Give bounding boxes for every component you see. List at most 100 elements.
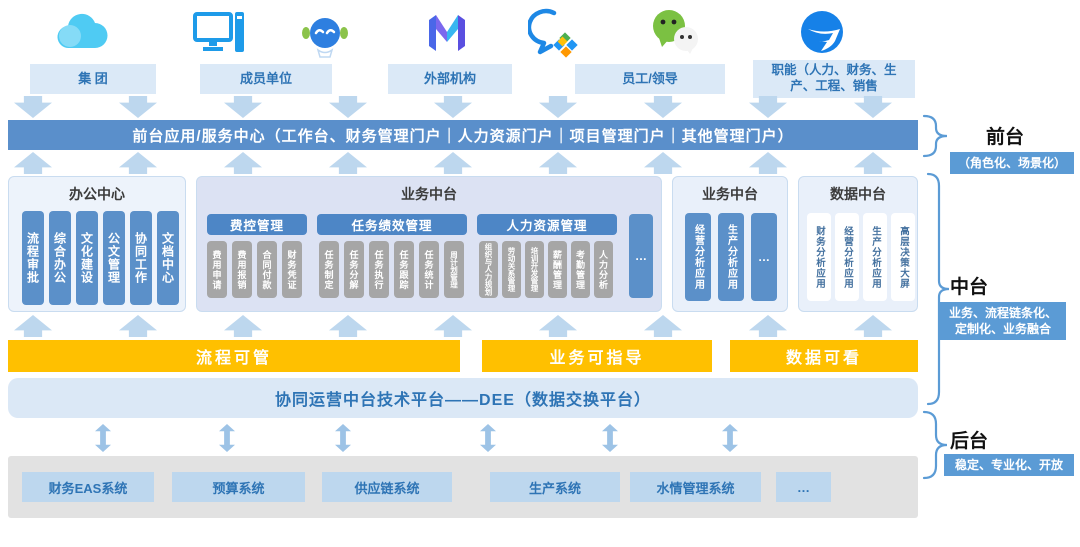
monitor-icon — [193, 12, 244, 52]
system-label: … — [797, 479, 810, 495]
office-center-title: 办公中心 — [69, 186, 125, 202]
arrow-down-icon — [854, 96, 892, 118]
front-layer-title: 前台 — [986, 127, 1025, 148]
front-brace — [922, 114, 948, 158]
source-external-orgs: 外部机构 — [388, 64, 512, 94]
robot-icon — [302, 18, 348, 58]
business-platform-title: 业务中台 — [401, 186, 457, 202]
capability-business: 业务可指导 — [482, 340, 712, 372]
arrow-up-icon — [539, 315, 577, 337]
data-platform-title: 数据中台 — [830, 186, 886, 202]
wechat-icon — [653, 10, 698, 54]
cloud-icon — [57, 13, 108, 49]
arrow-up-icon — [539, 152, 577, 174]
arrow-down-icon — [119, 96, 157, 118]
source-label: 职能（人力、财务、生产、工程、销售 — [771, 63, 897, 93]
business-item: 任务执行 — [369, 241, 389, 298]
middle-layer-badge: 业务、流程链条化、定制化、业务融合 — [940, 302, 1066, 340]
business-platform-panel: 业务中台 费控管理 费用申请 费用报销 合同付款 财务凭证 任务绩效管理 任务制… — [196, 176, 662, 312]
business-item: 周计划管理 — [444, 241, 464, 298]
business-item: 任务统计 — [419, 241, 439, 298]
capability-label: 数据可看 — [785, 350, 862, 367]
arrow-up-icon — [119, 315, 157, 337]
group-header-hr: 人力资源管理 — [477, 214, 617, 235]
system-water-info: 水情管理系统 — [630, 472, 761, 502]
wecom-chat-icon — [528, 8, 578, 58]
backend-systems-panel: 财务EAS系统 预算系统 供应链系统 生产系统 水情管理系统 … — [8, 456, 918, 518]
arrow-down-icon — [434, 96, 472, 118]
arrow-up-icon — [644, 152, 682, 174]
business-item: 培训开发管理 — [525, 241, 544, 298]
analytics-item: 经营分析应用 — [685, 213, 711, 301]
front-portal-banner-text: 前台应用/服务中心（工作台、财务管理门户｜人力资源门户｜项目管理门户｜其他管理门… — [132, 127, 794, 145]
source-functions: 职能（人力、财务、生产、工程、销售 — [753, 60, 915, 98]
source-label: 成员单位 — [239, 70, 292, 86]
capability-data: 数据可看 — [730, 340, 918, 372]
business-item: 费用申请 — [207, 241, 227, 298]
system-budget: 预算系统 — [172, 472, 305, 502]
system-supply-chain: 供应链系统 — [322, 472, 452, 502]
source-group: 集 团 — [30, 64, 156, 94]
business-item: 费用报销 — [232, 241, 252, 298]
source-label: 员工/领导 — [622, 70, 678, 86]
arrow-updown-icon — [722, 424, 738, 452]
group-header-task: 任务绩效管理 — [317, 214, 467, 235]
arrow-up-icon — [644, 315, 682, 337]
office-item: 公文管理 — [103, 211, 125, 305]
arrow-down-icon — [539, 96, 577, 118]
business-item: 人力分析 — [594, 241, 613, 298]
dingtalk-icon — [801, 11, 843, 53]
office-item: 文化建设 — [76, 211, 98, 305]
business-item: 薪酬管理 — [548, 241, 567, 298]
data-platform-panel: 数据中台 财务分析应用 经营分析应用 生产分析应用 高层决策大屏 — [798, 176, 918, 312]
office-center-panel: 办公中心 流程审批 综合办公 文化建设 公文管理 协同工作 文档中心 — [8, 176, 186, 312]
arrow-down-icon — [644, 96, 682, 118]
arrow-up-icon — [14, 152, 52, 174]
arrow-updown-icon — [480, 424, 496, 452]
backend-layer-badge: 稳定、专业化、开放 — [944, 454, 1074, 476]
m-logo-icon — [429, 15, 465, 51]
system-label: 预算系统 — [212, 480, 265, 496]
analytics-more: … — [751, 213, 777, 301]
business-item: 劳动关系管理 — [502, 241, 521, 298]
arrow-up-icon — [854, 152, 892, 174]
business-more: … — [629, 214, 653, 298]
arrow-down-icon — [224, 96, 262, 118]
system-more: … — [776, 472, 831, 502]
office-item: 文档中心 — [157, 211, 179, 305]
office-item: 流程审批 — [22, 211, 44, 305]
front-portal-banner: 前台应用/服务中心（工作台、财务管理门户｜人力资源门户｜项目管理门户｜其他管理门… — [8, 120, 918, 150]
business-item: 组织与人力规划 — [479, 241, 498, 298]
arrow-down-icon — [14, 96, 52, 118]
arrow-up-icon — [329, 315, 367, 337]
arrow-updown-icon — [335, 424, 351, 452]
data-item: 经营分析应用 — [835, 213, 859, 301]
system-finance-eas: 财务EAS系统 — [22, 472, 154, 502]
business-item: 合同付款 — [257, 241, 277, 298]
business-analytics-title: 业务中台 — [702, 186, 758, 202]
business-item: 考勤管理 — [571, 241, 590, 298]
arrow-up-icon — [224, 152, 262, 174]
dee-platform-bar: 协同运营中台技术平台——DEE（数据交换平台） — [8, 378, 918, 418]
arrow-up-icon — [224, 315, 262, 337]
system-label: 财务EAS系统 — [48, 480, 128, 496]
system-label: 水情管理系统 — [656, 480, 735, 496]
source-label: 外部机构 — [423, 70, 476, 86]
business-item: 任务跟踪 — [394, 241, 414, 298]
group-header-expense: 费控管理 — [207, 214, 307, 235]
backend-brace — [922, 410, 948, 480]
data-item: 高层决策大屏 — [891, 213, 915, 301]
source-staff-leaders: 员工/领导 — [575, 64, 725, 94]
arrow-up-icon — [14, 315, 52, 337]
arrow-up-icon — [434, 152, 472, 174]
arrow-updown-icon — [95, 424, 111, 452]
arrow-updown-icon — [602, 424, 618, 452]
dee-platform-text: 协同运营中台技术平台——DEE（数据交换平台） — [275, 392, 651, 409]
arrow-up-icon — [749, 315, 787, 337]
arrow-updown-icon — [219, 424, 235, 452]
analytics-item: 生产分析应用 — [718, 213, 744, 301]
arrow-up-icon — [749, 152, 787, 174]
system-label: 供应链系统 — [354, 480, 420, 496]
middle-brace — [926, 172, 950, 406]
